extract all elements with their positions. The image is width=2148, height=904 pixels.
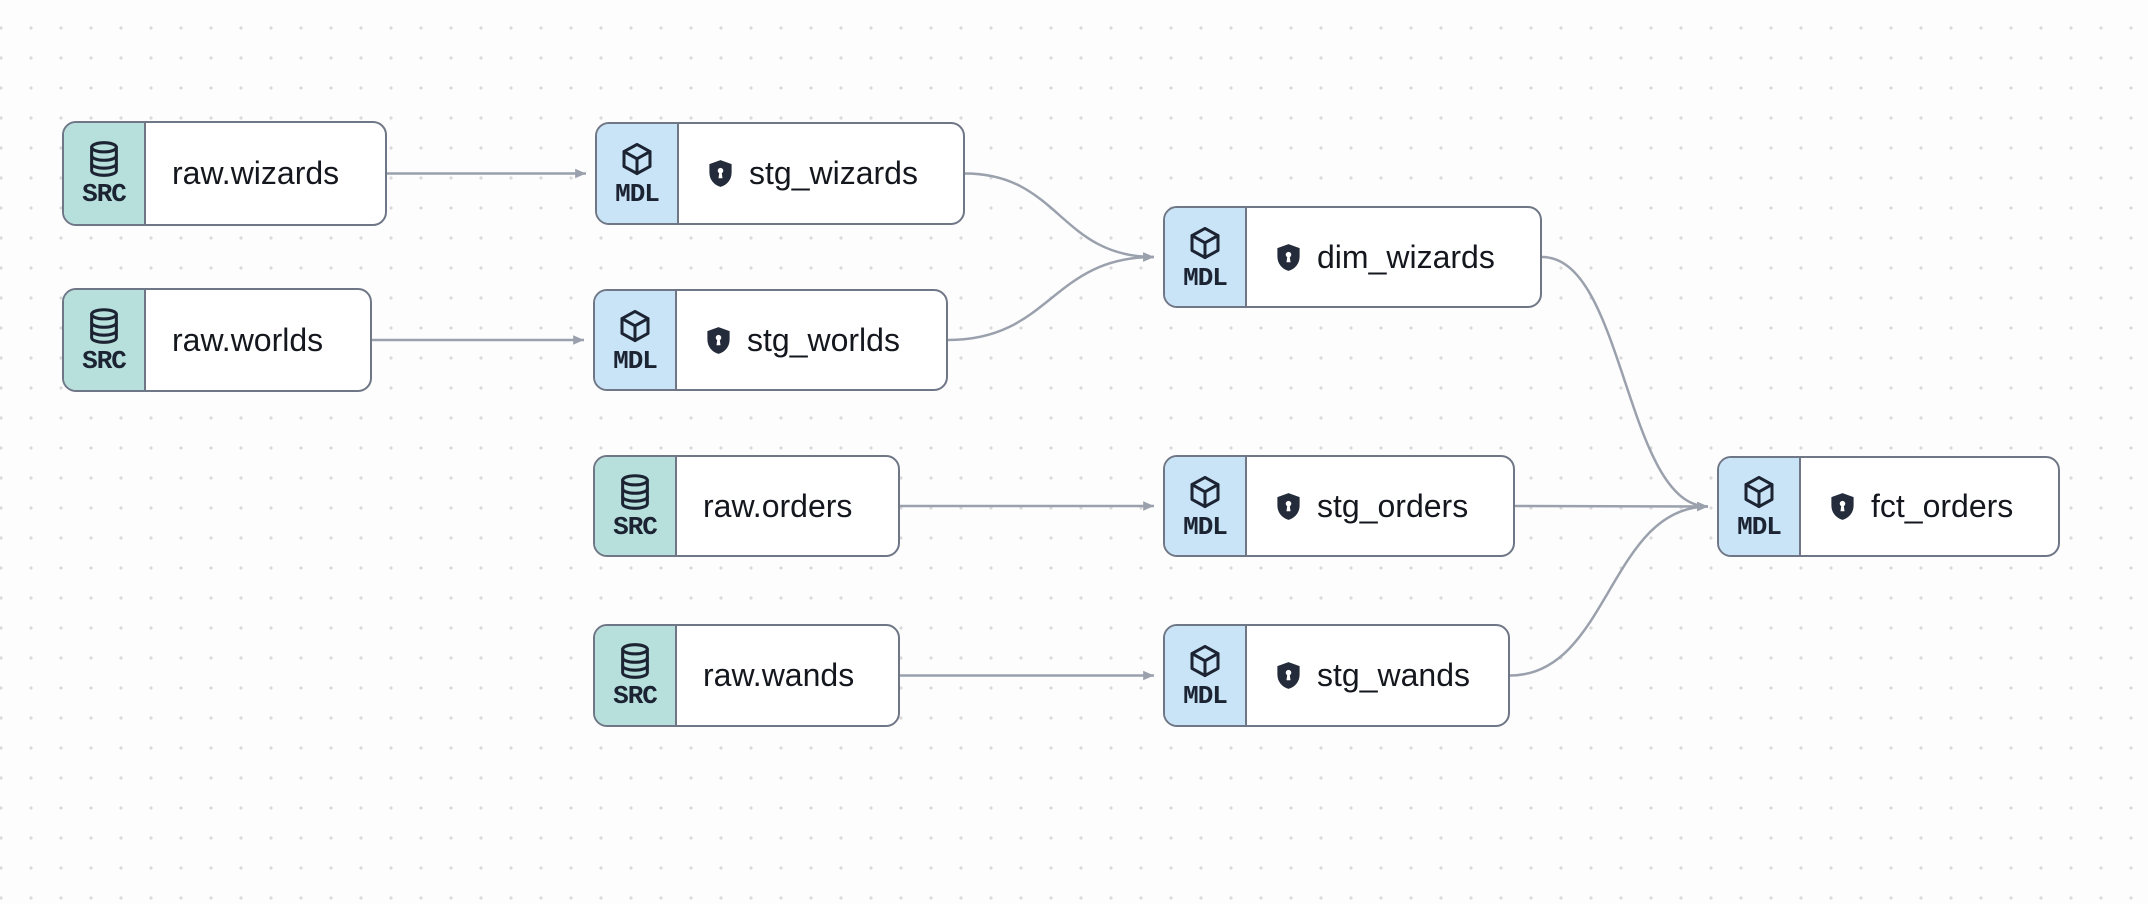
- cube-icon: [1186, 473, 1224, 511]
- lineage-edge-stg_wizards-to-dim_wizards: [964, 172, 1155, 262]
- lineage-node-dim-wizards[interactable]: MDL dim_wizards: [1163, 206, 1542, 308]
- model-type-badge: MDL: [1165, 208, 1247, 306]
- model-type-badge: MDL: [1165, 457, 1247, 555]
- node-title: stg_wands: [1317, 657, 1470, 693]
- badge-label: SRC: [613, 511, 658, 542]
- model-type-badge: MDL: [1165, 626, 1247, 725]
- source-type-badge: SRC: [64, 290, 146, 390]
- shield-lock-icon: [703, 325, 734, 356]
- source-type-badge: SRC: [595, 457, 677, 555]
- lineage-edge-dim_wizards-to-fct_orders: [1541, 255, 1709, 512]
- lineage-node-raw-wizards[interactable]: SRC raw.wizards: [62, 121, 387, 226]
- model-type-badge: MDL: [595, 291, 677, 389]
- lineage-node-raw-worlds[interactable]: SRC raw.worlds: [62, 288, 372, 392]
- cube-icon: [1186, 642, 1224, 680]
- lineage-node-stg-wands[interactable]: MDL stg_wands: [1163, 624, 1510, 727]
- database-icon: [616, 473, 654, 511]
- badge-label: MDL: [1183, 681, 1228, 711]
- node-body: raw.wizards: [146, 123, 385, 224]
- badge-label: SRC: [82, 345, 127, 376]
- node-body: stg_worlds: [677, 291, 946, 389]
- node-body: raw.wands: [677, 626, 898, 725]
- cube-icon: [1186, 224, 1224, 262]
- database-icon: [616, 642, 654, 680]
- model-type-badge: MDL: [597, 124, 679, 223]
- node-body: dim_wizards: [1247, 208, 1540, 306]
- node-body: fct_orders: [1801, 458, 2058, 555]
- shield-lock-icon: [1273, 242, 1304, 273]
- badge-label: MDL: [1737, 512, 1782, 542]
- lineage-node-stg-wizards[interactable]: MDL stg_wizards: [595, 122, 965, 225]
- badge-label: MDL: [1183, 262, 1228, 293]
- lineage-node-stg-worlds[interactable]: MDL stg_worlds: [593, 289, 948, 391]
- badge-label: MDL: [613, 345, 658, 376]
- database-icon: [85, 140, 123, 178]
- node-body: stg_wizards: [679, 124, 963, 223]
- cube-icon: [1740, 473, 1778, 511]
- shield-lock-icon: [1273, 491, 1304, 522]
- badge-label: MDL: [615, 179, 660, 209]
- source-type-badge: SRC: [64, 123, 146, 224]
- badge-label: SRC: [613, 681, 658, 711]
- node-title: raw.orders: [703, 487, 853, 524]
- shield-lock-icon: [705, 158, 736, 189]
- cube-icon: [616, 307, 654, 345]
- database-icon: [85, 307, 123, 345]
- node-title: raw.worlds: [172, 321, 324, 358]
- node-body: stg_orders: [1247, 457, 1513, 555]
- node-title: raw.wizards: [172, 155, 340, 191]
- source-type-badge: SRC: [595, 626, 677, 725]
- lineage-node-raw-wands[interactable]: SRC raw.wands: [593, 624, 900, 727]
- node-title: dim_wizards: [1317, 238, 1495, 275]
- model-type-badge: MDL: [1719, 458, 1801, 555]
- lineage-edge-stg_orders-to-fct_orders: [1514, 501, 1709, 512]
- node-title: fct_orders: [1871, 488, 2014, 524]
- lineage-node-stg-orders[interactable]: MDL stg_orders: [1163, 455, 1515, 557]
- badge-label: SRC: [82, 179, 127, 209]
- lineage-edge-stg_worlds-to-dim_wizards: [947, 252, 1155, 342]
- badge-label: MDL: [1183, 511, 1228, 542]
- lineage-node-raw-orders[interactable]: SRC raw.orders: [593, 455, 900, 557]
- lineage-node-fct-orders[interactable]: MDL fct_orders: [1717, 456, 2060, 557]
- shield-lock-icon: [1273, 660, 1304, 691]
- lineage-edge-stg_wands-to-fct_orders: [1509, 501, 1709, 677]
- shield-lock-icon: [1827, 491, 1858, 522]
- cube-icon: [618, 140, 656, 178]
- node-body: raw.worlds: [146, 290, 370, 390]
- node-title: stg_wizards: [749, 155, 918, 191]
- node-body: raw.orders: [677, 457, 898, 555]
- node-body: stg_wands: [1247, 626, 1508, 725]
- node-title: raw.wands: [703, 657, 855, 693]
- node-title: stg_worlds: [747, 321, 900, 358]
- node-title: stg_orders: [1317, 487, 1469, 524]
